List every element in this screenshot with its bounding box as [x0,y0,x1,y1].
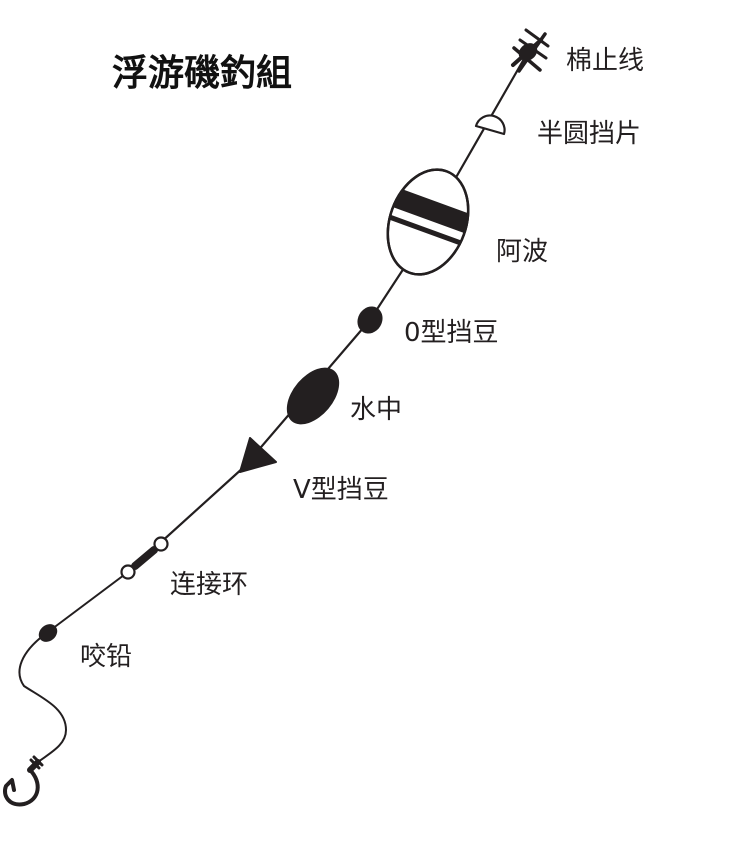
diagram-title: 浮游磯釣組 [112,53,293,94]
v-bead-icon [239,437,277,473]
float-icon [379,168,483,276]
sinker-float-icon [286,367,340,425]
label-stop-knot: 棉止线 [566,46,645,76]
label-o-bead: 0型挡豆 [404,318,499,348]
split-shot-icon [38,624,58,642]
o-bead-icon [357,306,383,334]
leader-line [18,571,129,763]
label-swivel: 连接环 [170,570,249,600]
label-float: 阿波 [496,237,549,267]
hook-icon [3,755,44,807]
half-round-bead-icon [474,114,506,136]
swivel-icon [120,536,169,580]
label-v-bead: V型挡豆 [293,475,389,505]
label-half-round-bead: 半圆挡片 [537,119,642,149]
stop-knot-icon [511,28,550,73]
label-sinker-float: 水中 [350,395,403,425]
label-split-shot: 咬铅 [80,642,133,672]
